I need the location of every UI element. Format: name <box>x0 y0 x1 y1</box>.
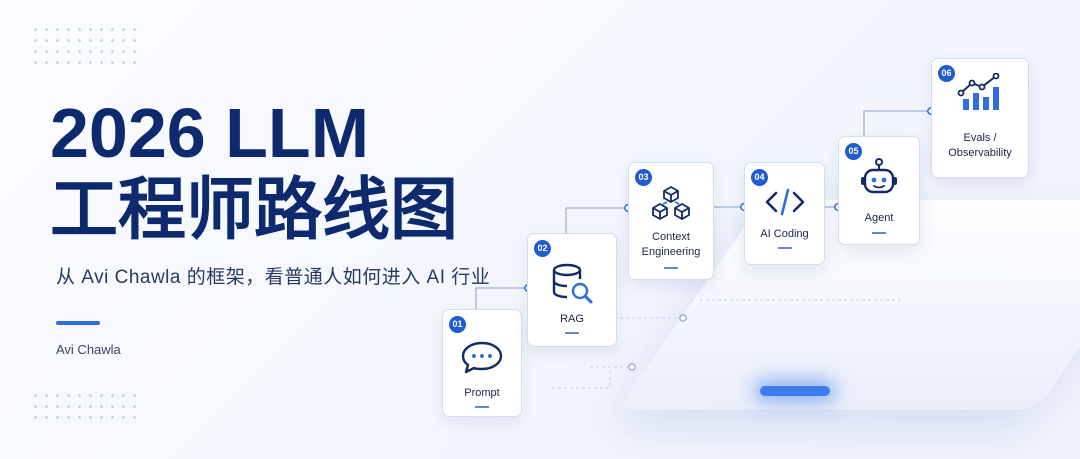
step-label: Prompt <box>464 387 500 399</box>
subtitle: 从 Avi Chawla 的框架，看普通人如何进入 AI 行业 <box>56 267 491 288</box>
dot-grid-decoration <box>30 24 140 64</box>
accent-bar <box>56 321 100 325</box>
dashed-guide <box>552 368 611 389</box>
step-card-agent: 05 Agent <box>838 136 920 245</box>
title-line-2: 工程师路线图 <box>50 172 459 248</box>
step-label: Evals / Observability <box>948 132 1012 159</box>
connector-05-06 <box>863 110 931 136</box>
label-underline <box>565 332 579 334</box>
step-label: AI Coding <box>760 228 809 240</box>
code-icon <box>765 188 804 216</box>
step-number-badge: 06 <box>938 65 955 82</box>
cubes-icon <box>652 186 690 220</box>
label-underline <box>475 406 489 408</box>
connector-02-03 <box>565 207 628 233</box>
label-underline <box>777 247 792 249</box>
robot-icon <box>861 158 897 194</box>
step-label: RAG <box>560 313 584 325</box>
database-search-icon <box>552 263 593 304</box>
step-number-badge: 04 <box>751 169 768 186</box>
bar-chart-icon <box>957 73 1000 110</box>
connector-node <box>628 363 636 371</box>
step-card-context-engineering: 03 Context Engineering <box>628 162 714 280</box>
title-line-1: 2026 LLM <box>50 94 369 172</box>
step-number-badge: 05 <box>845 143 862 160</box>
connector-01-02 <box>475 287 528 310</box>
label-underline <box>872 232 886 234</box>
step-card-rag: 02 RAG <box>527 233 617 347</box>
label-underline <box>664 267 678 269</box>
chat-bubble-icon <box>461 341 503 374</box>
platform-glow <box>760 386 830 396</box>
author-name: Avi Chawla <box>56 342 121 357</box>
step-number-badge: 03 <box>635 169 652 186</box>
step-card-ai-coding: 04 AI Coding <box>744 162 825 265</box>
dot-grid-decoration <box>30 390 140 426</box>
connector-node <box>679 314 687 322</box>
step-label: Context Engineering <box>641 231 701 258</box>
step-label: Agent <box>864 212 894 224</box>
step-card-prompt: 01 Prompt <box>442 309 522 417</box>
step-number-badge: 02 <box>534 240 551 257</box>
step-number-badge: 01 <box>449 316 466 333</box>
step-card-evals-observability: 06 Evals / Observability <box>931 58 1029 178</box>
